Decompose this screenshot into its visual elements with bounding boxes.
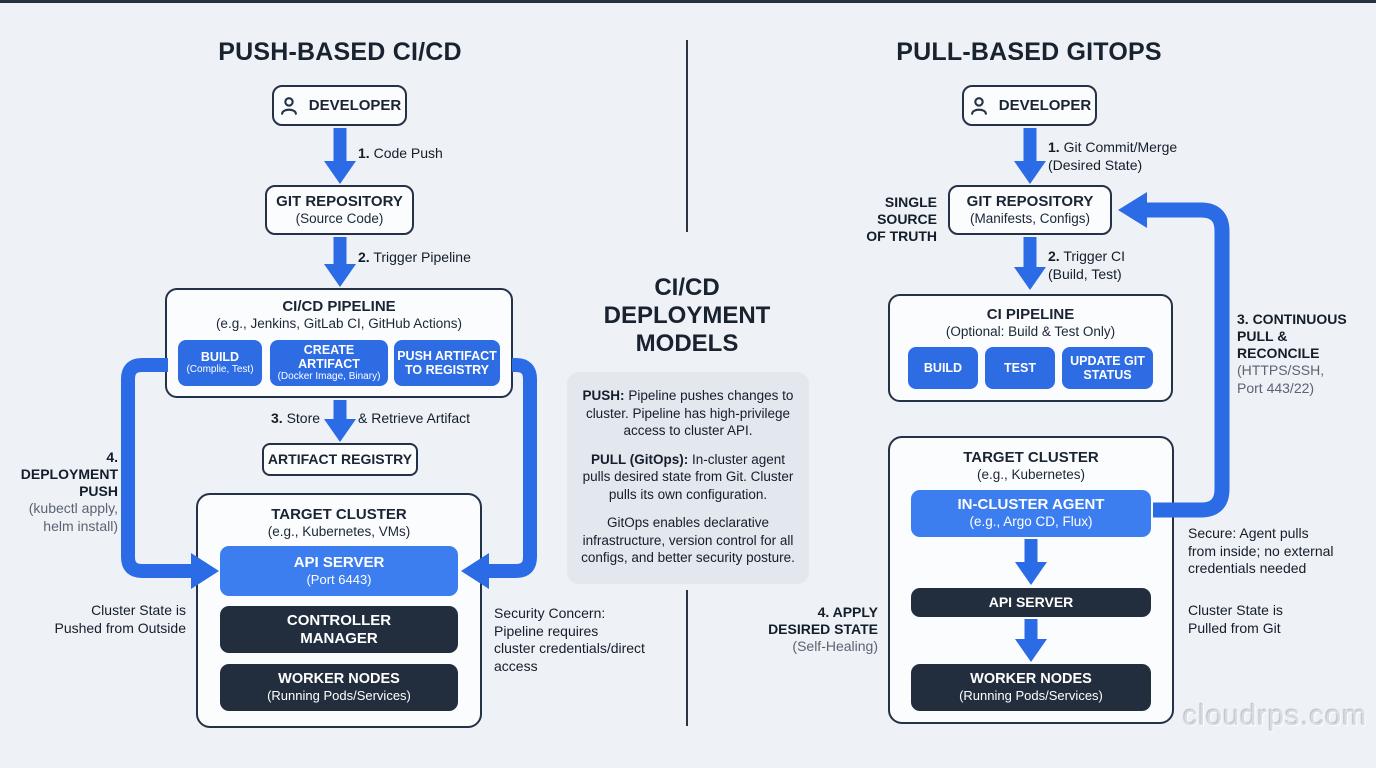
pipeline-title: CI/CD PIPELINE: [282, 298, 396, 315]
pull-step1-label: 1. Git Commit/Merge (Desired State): [1048, 139, 1178, 173]
in-cluster-agent-box: IN-CLUSTER AGENT (e.g., Argo CD, Flux): [911, 490, 1151, 537]
push-title: PUSH-BASED CI/CD: [218, 38, 462, 66]
pull-git-repo-box: GIT REPOSITORY (Manifests, Configs): [948, 185, 1112, 235]
cluster-subtitle: (e.g., Kubernetes, VMs): [267, 524, 411, 539]
arrowhead: [324, 264, 356, 287]
push-developer-box: DEVELOPER: [272, 85, 407, 126]
ci-pipeline-subtitle: (Optional: Build & Test Only): [945, 324, 1116, 339]
ci-pipeline-title: CI PIPELINE: [986, 306, 1075, 323]
center-title: CI/CD DEPLOYMENT MODELS: [603, 274, 771, 357]
secure-agent-note: Secure: Agent pulls from inside; no exte…: [1188, 525, 1334, 576]
pull-title: PULL-BASED GITOPS: [896, 38, 1162, 66]
watermark: cloudrps.com: [1183, 700, 1368, 732]
build-step: BUILD (Complie, Test): [178, 340, 262, 386]
security-concern-note: Security Concern: Pipeline requires clus…: [494, 605, 645, 674]
git-repo-subtitle: (Manifests, Configs): [969, 210, 1091, 226]
pipeline-subtitle: (e.g., Jenkins, GitLab CI, GitHub Action…: [215, 316, 463, 331]
cluster-title: TARGET CLUSTER: [271, 506, 407, 523]
top-edge-strip: [0, 0, 1376, 3]
push-git-repo-box: GIT REPOSITORY (Source Code): [265, 185, 414, 235]
ci-test-step: TEST: [985, 347, 1055, 389]
pull-worker-nodes-box: WORKER NODES (Running Pods/Services): [911, 664, 1151, 711]
pull-developer-box: DEVELOPER: [962, 85, 1097, 126]
pushed-from-outside-note: Cluster State is Pushed from Outside: [54, 602, 186, 636]
developer-icon: [280, 96, 297, 115]
top-divider-line: [686, 40, 688, 232]
update-git-status-step: UPDATE GIT STATUS: [1062, 347, 1153, 389]
api-server-box: API SERVER (Port 6443): [220, 546, 458, 596]
bottom-divider-line: [686, 590, 688, 726]
single-source-of-truth-label: SINGLE SOURCE OF TRUTH: [866, 194, 937, 245]
artifact-registry-box: ARTIFACT REGISTRY: [262, 443, 418, 476]
deployment-push-note: 4. DEPLOYMENT PUSH (kubectl apply, helm …: [20, 449, 118, 534]
push-description: PUSH: Pipeline pushes changes to cluster…: [582, 388, 794, 439]
controller-manager-box: CONTROLLER MANAGER: [220, 606, 458, 653]
pull-description: PULL (GitOps): In-cluster agent pulls de…: [582, 451, 794, 502]
arrowhead: [324, 419, 356, 442]
create-artifact-step: CREATE ARTIFACT (Docker Image, Binary): [270, 340, 388, 386]
push-step3b-label: & Retrieve Artifact: [358, 410, 471, 426]
git-repo-title: GIT REPOSITORY: [276, 192, 403, 210]
models-description-panel: PUSH: Pipeline pushes changes to cluster…: [567, 372, 809, 584]
pull-step2-label: 2. Trigger CI (Build, Test): [1048, 248, 1126, 282]
apply-desired-state-note: 4. APPLY DESIRED STATE (Self-Healing): [768, 604, 878, 655]
gitops-benefits: GitOps enables declarative infrastructur…: [581, 515, 795, 566]
pull-api-server-box: API SERVER: [911, 588, 1151, 617]
git-repo-subtitle: (Source Code): [295, 210, 384, 226]
continuous-pull-note: 3. CONTINUOUS PULL & RECONCILE (HTTPS/SS…: [1237, 311, 1347, 396]
developer-label: DEVELOPER: [308, 96, 402, 114]
developer-label: DEVELOPER: [998, 96, 1092, 114]
pulled-from-git-note: Cluster State is Pulled from Git: [1188, 602, 1283, 636]
git-repo-title: GIT REPOSITORY: [966, 192, 1094, 210]
arrowhead: [1014, 161, 1046, 184]
cluster-title: TARGET CLUSTER: [963, 449, 1099, 466]
push-step2-label: 2. Trigger Pipeline: [358, 249, 471, 265]
developer-icon: [970, 96, 987, 115]
arrowhead: [1118, 192, 1147, 228]
push-artifact-step: PUSH ARTIFACT TO REGISTRY: [394, 340, 500, 386]
arrowhead: [1014, 267, 1046, 290]
push-step3-label: 3. Store: [271, 410, 321, 426]
ci-build-step: BUILD: [908, 347, 978, 389]
worker-nodes-box: WORKER NODES (Running Pods/Services): [220, 664, 458, 711]
push-step1-label: 1. Code Push: [358, 145, 443, 161]
cluster-subtitle: (e.g., Kubernetes): [976, 467, 1086, 482]
arrowhead: [324, 161, 356, 184]
